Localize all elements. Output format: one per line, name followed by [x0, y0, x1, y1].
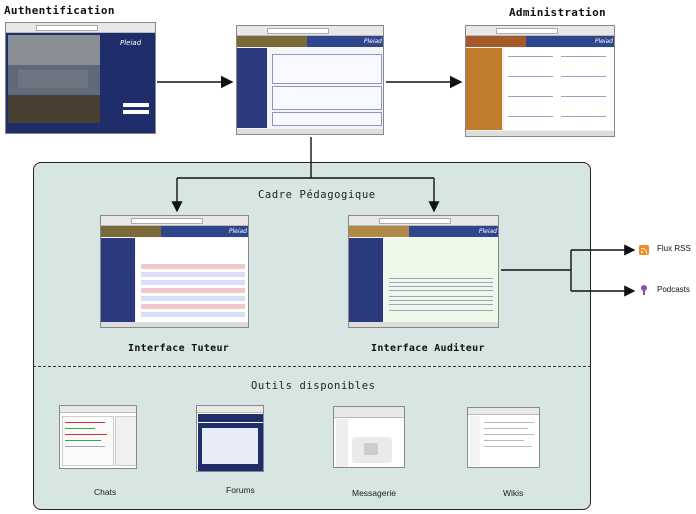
campus-photo [8, 35, 100, 123]
tool-label-wikis: Wikis [503, 488, 524, 498]
home-screenshot: Pleiad [236, 25, 384, 135]
admin-screenshot: Pleiad [465, 25, 615, 137]
tool-label-messaging: Messagerie [352, 488, 396, 498]
forums-screenshot [196, 405, 264, 472]
pedagogical-frame-title: Cadre Pédagogique [258, 189, 376, 201]
brand-logo: Pleiad [307, 36, 383, 47]
brand-logo: Pleiad [409, 226, 498, 237]
chats-screenshot [59, 405, 137, 469]
podcast-icon [639, 285, 649, 295]
auditor-screenshot: Pleiad [348, 215, 499, 328]
auth-screenshot: Pleiad [5, 22, 156, 134]
brand-logo: Pleiad [161, 226, 248, 237]
rss-icon [639, 245, 649, 255]
brand-logo: Pleiad [120, 39, 142, 47]
podcasts-label: Podcasts [657, 285, 690, 294]
messaging-screenshot [333, 406, 405, 468]
tool-label-chats: Chats [94, 487, 117, 497]
auth-heading: Authentification [4, 4, 115, 17]
auditor-interface-label: Interface Auditeur [371, 343, 485, 354]
tools-title: Outils disponibles [251, 380, 376, 392]
section-divider [33, 366, 591, 367]
tutor-screenshot: Pleiad [100, 215, 249, 328]
tool-label-forums: Forums [226, 485, 255, 495]
tutor-interface-label: Interface Tuteur [128, 343, 230, 354]
admin-heading: Administration [509, 6, 606, 19]
brand-logo: Pleiad [526, 36, 614, 47]
rss-label: Flux RSS [657, 244, 691, 253]
wikis-screenshot [467, 407, 540, 468]
